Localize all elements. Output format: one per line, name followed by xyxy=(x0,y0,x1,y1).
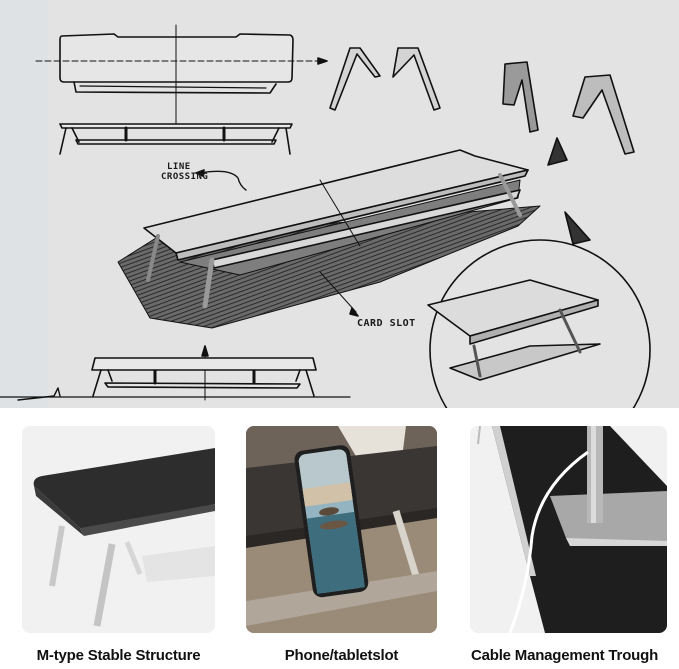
feature-image-m-type xyxy=(22,426,215,633)
side-view-sketch xyxy=(0,357,351,401)
caption-phone-slot: Phone/tabletslot xyxy=(284,647,399,664)
sketch-drawings xyxy=(0,24,651,408)
feature-image-cable-trough xyxy=(470,426,667,633)
perspective-sketch xyxy=(117,149,541,329)
arrow-icon xyxy=(564,211,591,245)
caption-cable-trough: Cable Management Trough xyxy=(470,647,659,664)
feature-image-phone-slot xyxy=(246,426,437,633)
m-type-stand-illustration xyxy=(22,426,215,633)
line-crossing-label: LINE CROSSING xyxy=(161,162,209,182)
design-sketch: LINE CROSSING CARD SLOT xyxy=(0,0,679,408)
sketch-left-strip xyxy=(0,0,48,408)
arrow-icon xyxy=(547,137,568,166)
caption-m-type: M-type Stable Structure xyxy=(36,647,201,664)
detail-circle-sketch xyxy=(427,239,651,408)
card-slot-label: CARD SLOT xyxy=(357,318,416,329)
phone-slot-illustration xyxy=(246,426,437,633)
legs-sketches xyxy=(329,47,635,155)
front-view-sketch xyxy=(59,123,293,155)
cable-trough-illustration xyxy=(470,426,667,633)
top-view-sketch xyxy=(35,24,328,127)
